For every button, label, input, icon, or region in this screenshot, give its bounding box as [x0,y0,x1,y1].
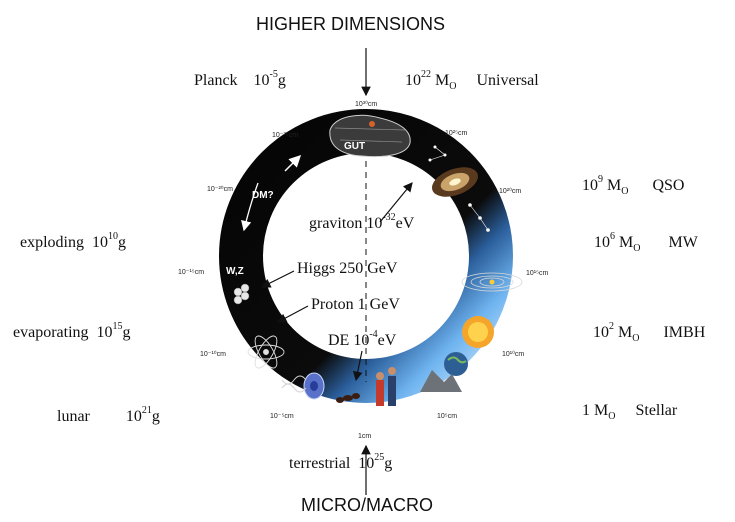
atom-image [247,335,285,369]
tick-minus15: 10⁻¹⁵cm [178,269,205,276]
tick-plus25: 10²⁵cm [445,130,468,137]
constellation-image [428,145,490,232]
arrow-higgs [260,270,295,288]
dm-arrows [241,154,302,232]
spiral-galaxy-image [432,167,478,197]
tick-plus10: 10¹⁰cm [502,351,525,358]
cell-image [303,372,325,400]
universal-label: 1022 MO Universal [405,69,539,92]
gut-label: GUT [344,141,366,152]
sun-image [462,316,494,348]
tick-minus20: 10⁻²⁰cm [207,186,233,193]
top-label: HIGHER DIMENSIONS [256,14,446,34]
graviton-label: graviton 10-32eV [309,212,415,232]
terrestrial-label: terrestrial 1025g [289,452,393,472]
mw-label: 106 MO MW [594,231,698,254]
imbh-label: 102 MO IMBH [593,321,706,344]
lunar-label: lunar 1021g [57,405,160,425]
tick-minus5: 10⁻⁵cm [270,413,294,420]
tick-minus10: 10⁻¹⁰cm [200,351,226,358]
earth-image [444,352,468,376]
mountain-image [420,370,462,392]
planck-label: Planck 10-5g [194,69,286,89]
solar-system-image [461,272,523,292]
arrow-proton [276,305,309,323]
arrow-de [353,350,363,382]
tick-plus15: 10¹⁵cm [526,270,549,277]
quark-cluster-image [233,283,250,305]
proton-label: Proton 1 GeV [311,296,400,313]
tick-top: 10³⁰cm [355,101,378,108]
snake-head [329,114,411,158]
bottom-label: MICRO/MACRO [301,495,433,515]
arrow-graviton [379,182,413,223]
tick-plus5: 10⁵cm [437,413,458,420]
people-image [376,367,396,406]
tick-bottom: 1cm [358,433,372,440]
exploding-label: exploding 1010g [20,231,126,251]
stellar-label: 1 MO Stellar [582,402,678,422]
dna-helix-image [281,375,307,393]
qso-label: 109 MO QSO [582,174,685,197]
de-label: DE 10-4eV [328,329,397,349]
higgs-label: Higgs 250 GeV [297,260,398,277]
evaporating-label: evaporating 1015g [13,321,131,341]
wz-label: W,Z [226,266,244,277]
tick-plus20: 10²⁰cm [499,188,522,195]
ant-image [336,393,360,403]
pointer-arrows [260,48,413,495]
tick-minus25: 10⁻²⁵cm [272,132,299,139]
dm-label: DM? [252,190,274,201]
